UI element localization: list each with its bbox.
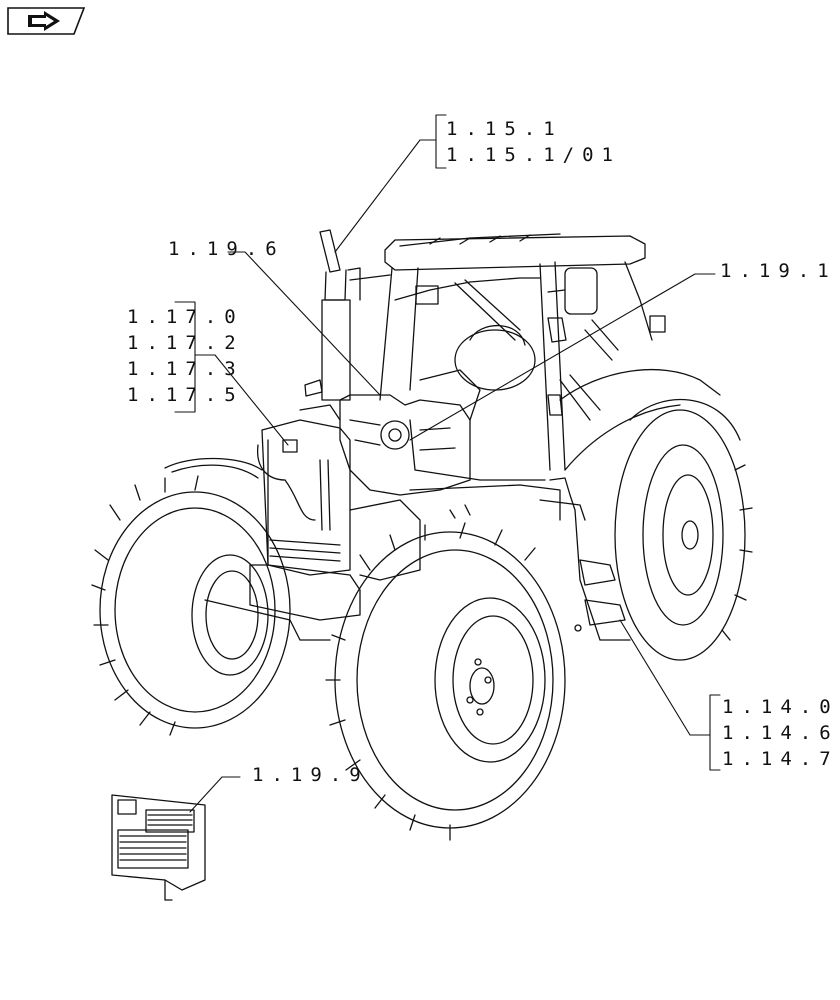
rear-right-wheel — [614, 398, 753, 661]
callout-1-14: 1.14.0 1.14.6 1.14.7 — [722, 694, 839, 772]
cab-roof — [384, 233, 646, 271]
cab — [379, 261, 666, 481]
engine-block — [299, 369, 481, 496]
next-page-arrow-icon[interactable] — [6, 6, 86, 36]
callout-label: 1.15.1/01 — [446, 144, 621, 166]
callout-label: 1.14.6 — [722, 722, 839, 744]
front-fender-left — [164, 457, 263, 479]
step-assembly — [539, 477, 631, 641]
callout-label: 1.17.3 — [127, 358, 244, 380]
callout-1-17: 1.17.0 1.17.2 1.17.3 1.17.5 — [127, 304, 244, 408]
callout-label: 1.14.0 — [722, 696, 839, 718]
front-chassis — [249, 484, 561, 621]
callout-label: 1.17.0 — [127, 306, 244, 328]
exhaust-stack — [319, 229, 391, 401]
callout-1-19-9: 1.19.9 — [252, 764, 369, 786]
front-left-wheel — [91, 475, 331, 736]
callout-leaders — [174, 114, 721, 813]
front-right-wheel — [325, 522, 566, 841]
callout-label: 1.15.1 — [446, 118, 563, 140]
callout-label: 1.14.7 — [722, 748, 839, 770]
callout-1-19-6: 1.19.6 — [168, 238, 285, 260]
radiator-pack — [257, 419, 351, 576]
rear-fender-right — [559, 369, 721, 471]
callout-label: 1.17.5 — [127, 384, 244, 406]
callout-1-15: 1.15.1 1.15.1/01 — [446, 116, 621, 168]
floor-mat — [111, 794, 206, 901]
callout-label: 1.17.2 — [127, 332, 244, 354]
callout-1-19-1: 1.19.1 — [720, 260, 837, 282]
